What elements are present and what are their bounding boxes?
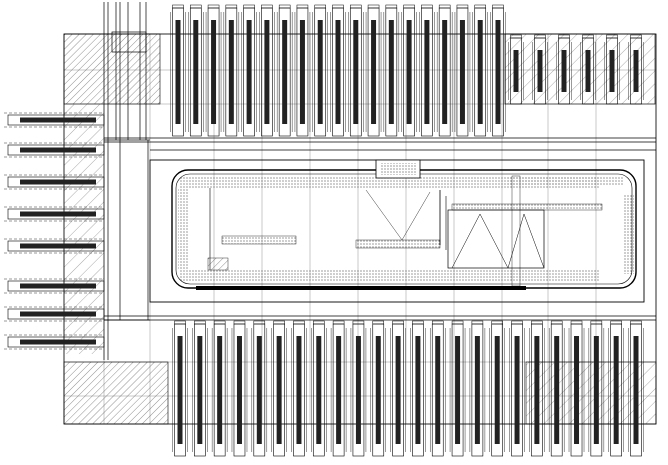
left-bay — [4, 278, 105, 294]
bottom-bay — [568, 320, 585, 457]
bottom-bay — [192, 320, 208, 457]
top-bay — [454, 4, 471, 137]
top-bay — [276, 4, 293, 137]
bottom-bay — [251, 320, 268, 457]
top-bay — [205, 4, 222, 137]
left-bay — [4, 306, 105, 322]
top-bay — [294, 4, 311, 137]
left-bay — [4, 238, 105, 254]
bottom-bay — [172, 320, 188, 457]
bottom-loading-bays — [172, 320, 644, 457]
top-bay — [508, 34, 524, 105]
left-bay — [4, 334, 105, 350]
bottom-bay — [291, 320, 307, 457]
bottom-bay — [509, 320, 525, 457]
left-bay — [4, 206, 105, 222]
top-bay — [490, 4, 506, 137]
top-bay — [365, 4, 382, 137]
bottom-bay — [271, 320, 287, 457]
left-bay — [4, 174, 105, 190]
bottom-bay — [311, 320, 327, 457]
top-bay — [532, 34, 548, 105]
bottom-rail — [104, 315, 656, 321]
top-bay — [348, 4, 364, 137]
top-bay — [330, 4, 346, 137]
top-bay — [419, 4, 435, 137]
top-bay — [383, 4, 400, 137]
zone-top-right — [504, 33, 656, 105]
top-bay — [223, 4, 240, 137]
top-bay — [401, 4, 417, 137]
bottom-bay — [548, 320, 565, 457]
top-loading-bays — [170, 4, 644, 137]
bottom-bay — [231, 320, 248, 457]
bottom-bay — [469, 320, 486, 457]
top-bay — [628, 34, 644, 105]
top-bay — [436, 4, 453, 137]
bottom-bay — [588, 320, 605, 457]
top-bay — [188, 4, 204, 137]
top-bay — [170, 4, 186, 137]
top-bay — [604, 34, 620, 105]
top-bay — [241, 4, 257, 137]
top-bay — [472, 4, 488, 137]
left-bay — [4, 112, 105, 128]
top-bay — [312, 4, 328, 137]
bottom-bay — [350, 320, 367, 457]
bottom-bay — [410, 320, 426, 457]
bottom-bay — [330, 320, 347, 457]
bottom-bay — [489, 320, 505, 457]
bottom-bay — [449, 320, 466, 457]
bottom-bay — [628, 320, 644, 457]
bottom-bay — [529, 320, 545, 457]
bottom-bay — [608, 320, 624, 457]
bottom-bay — [390, 320, 406, 457]
bottom-bay — [430, 320, 446, 457]
bottom-bay — [211, 320, 228, 457]
central-building — [149, 159, 645, 303]
zone-bottom-left — [63, 361, 169, 425]
top-rail — [104, 137, 656, 151]
top-bay — [259, 4, 275, 137]
top-bay — [580, 34, 596, 105]
left-loading-bays — [4, 112, 105, 350]
top-bay — [556, 34, 572, 105]
bottom-bay — [370, 320, 386, 457]
left-bay — [4, 142, 105, 158]
